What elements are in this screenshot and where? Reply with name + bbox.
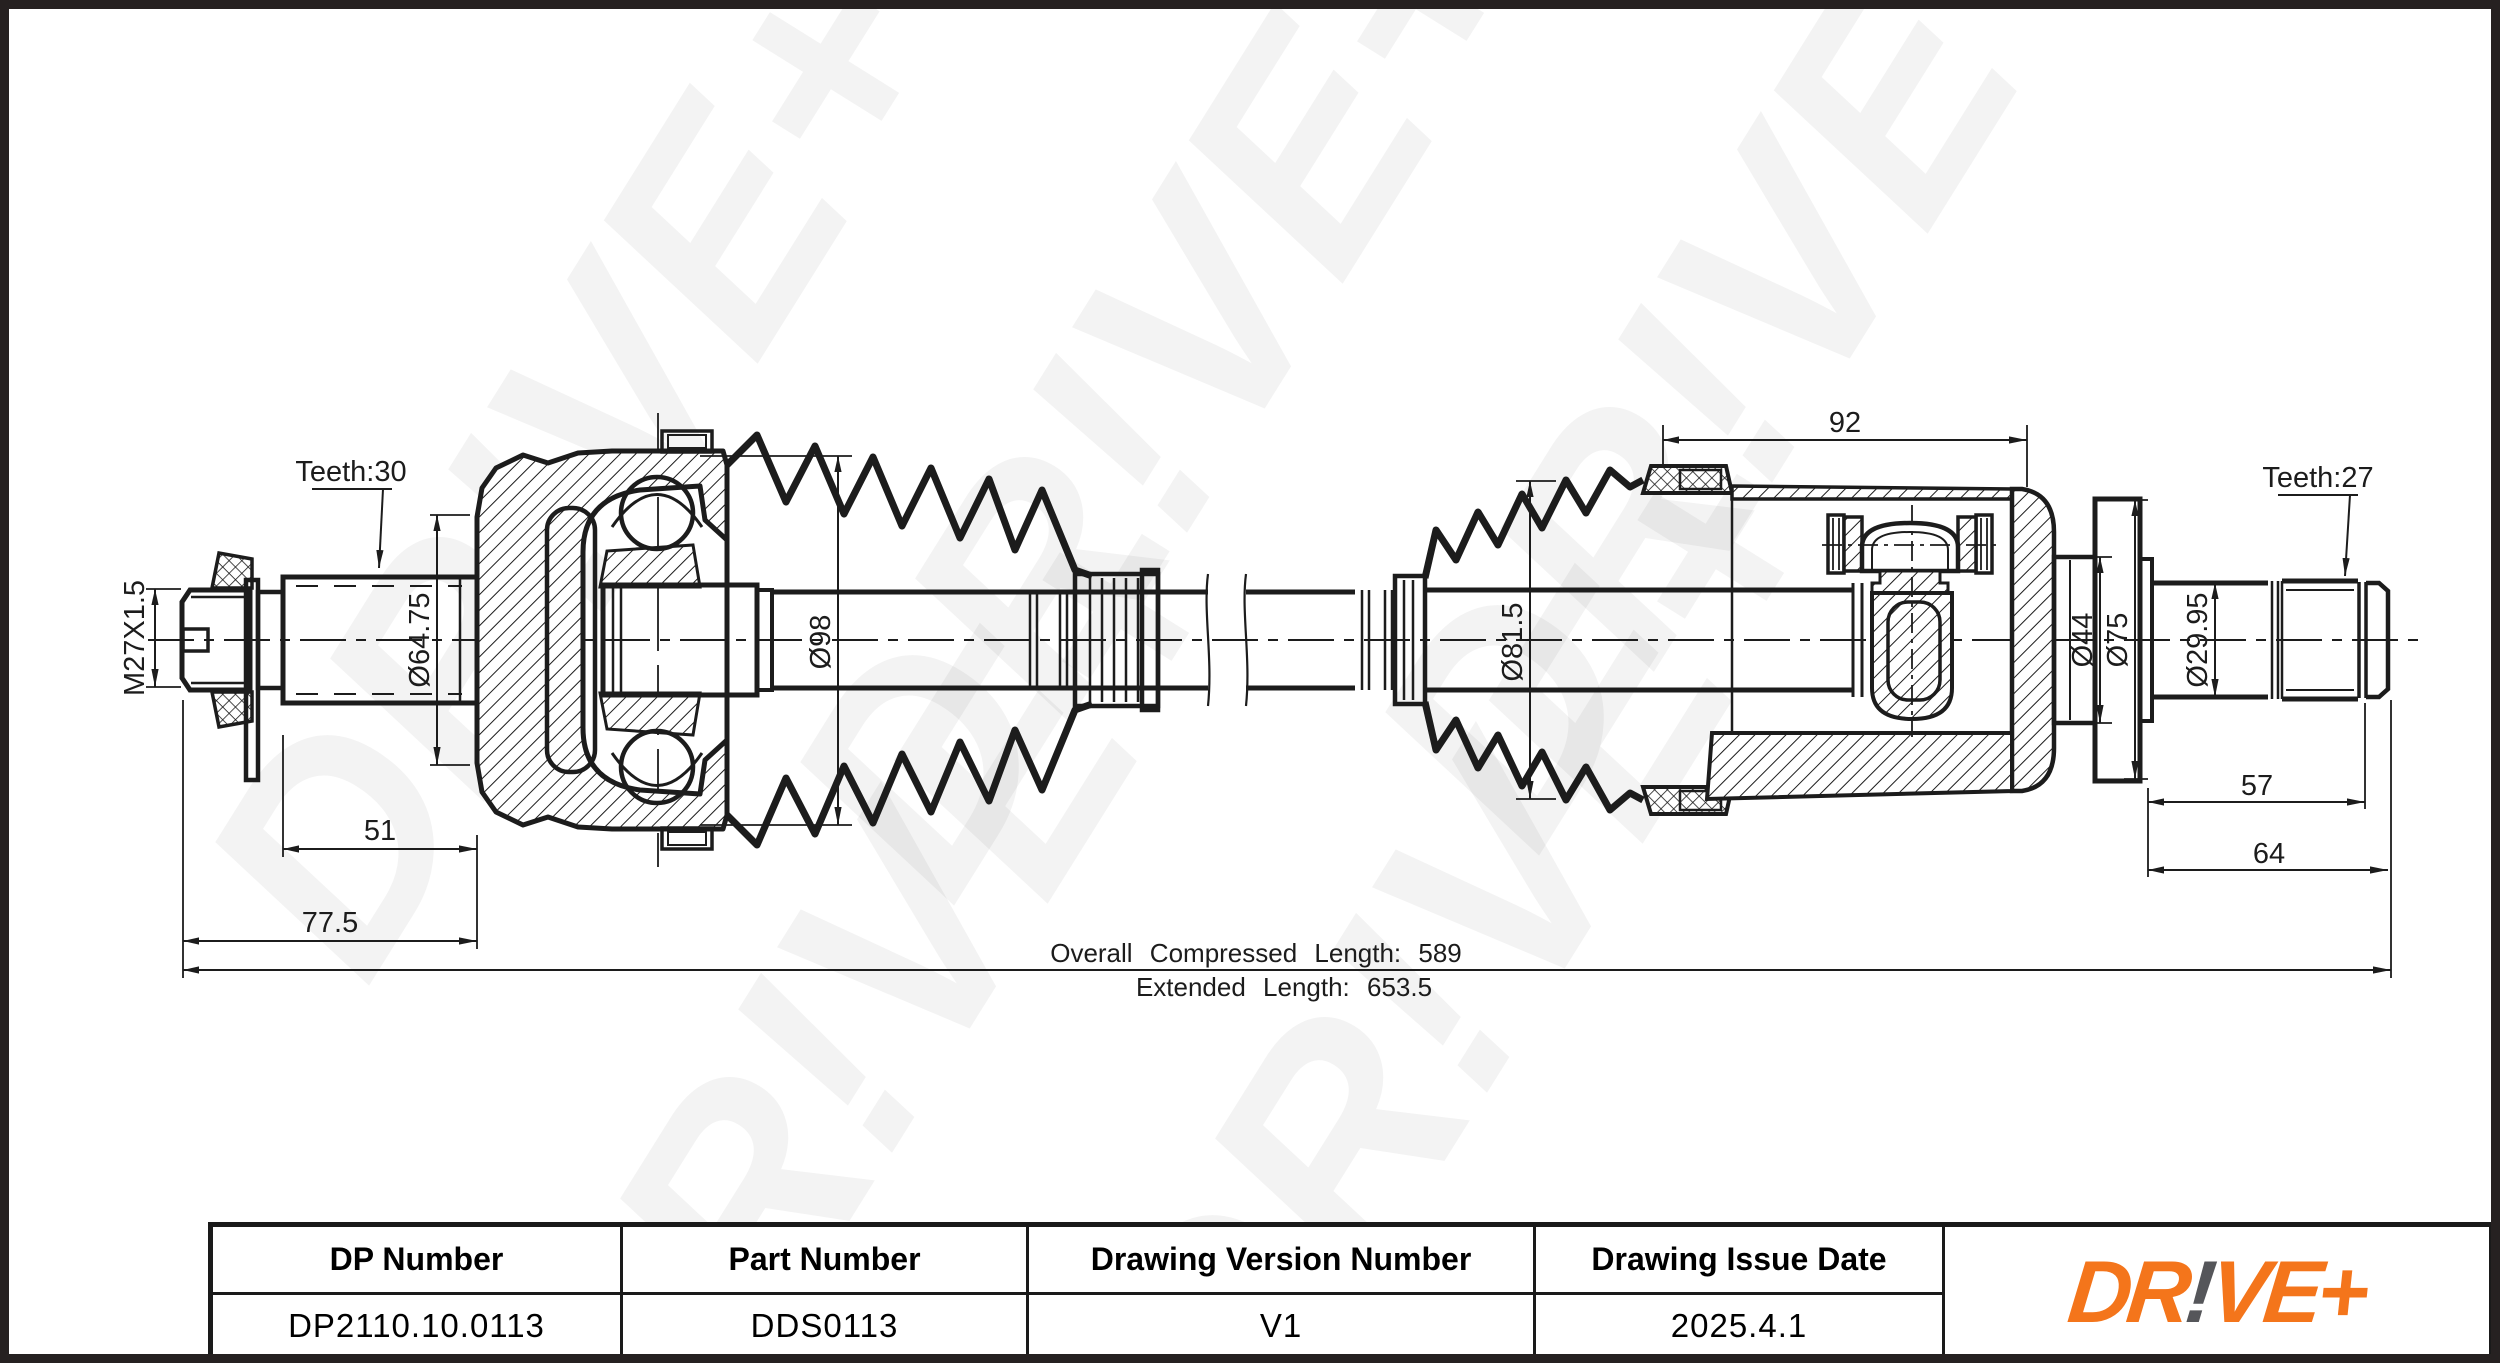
dim-len-stub: 77.5 xyxy=(302,907,358,939)
boot-clamp-left-bottom xyxy=(660,826,714,851)
dim-thread: M27X1.5 xyxy=(119,580,151,696)
left-stub-shaft xyxy=(179,550,480,783)
header-issue-date: Drawing Issue Date xyxy=(1533,1227,1942,1295)
teeth30-leader xyxy=(376,488,384,569)
header-drawing-version: Drawing Version Number xyxy=(1026,1227,1533,1295)
title-block: DP Number Part Number Drawing Version Nu… xyxy=(208,1222,2494,1361)
cage-lobe xyxy=(544,505,598,775)
boot-cuff-right xyxy=(1392,573,1428,707)
dimension-labels: Teeth:30 M27X1.5 Ø64.75 Ø98 51 77.5 92 Ø… xyxy=(119,407,2374,1002)
dimension-lines xyxy=(146,425,2392,978)
dim-overall-compressed: Overall Compressed Length: 589 xyxy=(1050,938,1462,968)
cv-ball-bottom xyxy=(618,728,696,806)
boot-clamp-left-top xyxy=(660,429,714,454)
value-drawing-version: V1 xyxy=(1026,1295,1533,1356)
dim-dia-seat: Ø64.75 xyxy=(404,592,436,687)
dim-dia-boot-right: Ø81.5 xyxy=(1497,603,1529,682)
break-line xyxy=(1205,573,1211,707)
dim-teeth-right: Teeth:27 xyxy=(2262,462,2373,494)
dim-dia-hub-outer: Ø75 xyxy=(2102,613,2134,668)
roller-dome xyxy=(1859,520,1961,574)
dim-teeth-left: Teeth:30 xyxy=(295,456,406,488)
value-part-number: DDS0113 xyxy=(620,1295,1026,1356)
logo-part-ve-plus: VE+ xyxy=(2205,1241,2370,1341)
pin-hole-detail xyxy=(181,627,210,653)
dim-len-spline: 51 xyxy=(364,815,396,847)
value-dp-number: DP2110.10.0113 xyxy=(288,1306,545,1344)
dim-len-shaft-end: 64 xyxy=(2253,838,2285,870)
left-boot xyxy=(724,431,1094,849)
output-shaft xyxy=(2051,496,2391,784)
brand-logo: DR!VE+ xyxy=(2064,1241,2370,1343)
dim-dia-boot-left: Ø98 xyxy=(805,615,837,670)
header-part-number: Part Number xyxy=(620,1227,1026,1295)
dim-len-shaft-right: 57 xyxy=(2241,770,2273,802)
dim-len-housing: 92 xyxy=(1829,407,1861,439)
cv-ball-top xyxy=(618,474,696,552)
snap-ring-groove xyxy=(2357,582,2368,698)
intermediate-shaft xyxy=(772,567,1853,713)
outer-cv-joint xyxy=(474,429,774,851)
logo-part-dr: DR xyxy=(2064,1241,2192,1341)
tripod-housing xyxy=(1640,464,2057,816)
value-issue-date: 2025.4.1 xyxy=(1533,1295,1942,1356)
tripod-roller xyxy=(1822,505,2000,737)
housing-cap-top xyxy=(1640,464,1735,495)
dim-extended: Extended Length: 653.5 xyxy=(1136,972,1432,1002)
brand-logo-cell: DR!VE+ xyxy=(1942,1227,2489,1356)
teeth27-leader xyxy=(2342,494,2351,577)
dim-dia-hub-inner: Ø44 xyxy=(2067,613,2099,668)
header-dp-number: DP Number xyxy=(213,1227,620,1295)
dim-dia-shaft-right: Ø29.95 xyxy=(2182,592,2214,687)
